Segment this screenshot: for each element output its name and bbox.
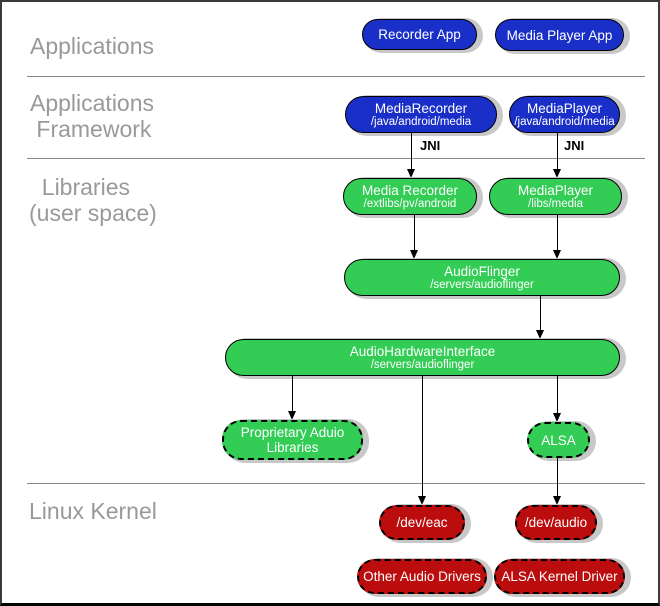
node-media-player-app: Media Player App — [495, 19, 624, 51]
node-media-player-lib-label: MediaPlayer — [517, 182, 594, 198]
layer-label-libraries-user-space: Libraries (user space) — [29, 174, 157, 226]
node-dev-audio-label: /dev/audio — [524, 515, 588, 530]
node-alsa-kernel-driver-label: ALSA Kernel Driver — [501, 569, 618, 584]
edge-ahi-proprietary-line — [292, 376, 293, 412]
layer-label-applications-framework: Applications Framework — [30, 90, 155, 142]
edge-alsa-devaudio-line — [557, 458, 558, 497]
edge-mediaplayer-audioflinger-arrowhead — [553, 250, 561, 259]
edge-audioflinger-ahi-line — [540, 296, 541, 331]
edge-ahi-proprietary-arrowhead — [288, 411, 296, 420]
node-media-player-framework-path: /java/android/media — [514, 115, 615, 128]
layer-label-linux-kernel: Linux Kernel — [29, 498, 157, 524]
node-media-player-framework-label: MediaPlayer — [526, 100, 603, 116]
edge-jni-left-label: JNI — [420, 138, 441, 153]
edge-mediarecorder-audioflinger-line — [414, 215, 415, 251]
separator-applications-framework — [27, 76, 645, 77]
node-recorder-app-label: Recorder App — [378, 27, 461, 42]
edge-ahi-deveac-arrowhead — [418, 496, 426, 505]
node-other-audio-drivers-label: Other Audio Drivers — [363, 569, 481, 584]
node-media-recorder-lib-path: /extlibs/pv/android — [363, 197, 457, 210]
node-alsa: ALSA — [527, 422, 590, 458]
node-media-player-app-label: Media Player App — [506, 27, 613, 43]
edge-jni-right-line — [557, 133, 558, 170]
node-media-player-lib: MediaPlayer /libs/media — [489, 178, 622, 215]
node-media-recorder-lib: Media Recorder /extlibs/pv/android — [343, 178, 477, 215]
edge-ahi-alsa-line — [557, 376, 558, 414]
edge-audioflinger-ahi-arrowhead — [536, 330, 544, 339]
node-audio-hardware-interface-path: /servers/audioflinger — [370, 358, 475, 371]
node-audio-flinger: AudioFlinger /servers/audioflinger — [344, 259, 620, 296]
edge-mediaplayer-audioflinger-line — [557, 215, 558, 251]
node-audio-flinger-path: /servers/audioflinger — [430, 278, 534, 291]
node-alsa-kernel-driver: ALSA Kernel Driver — [494, 559, 625, 594]
edge-ahi-deveac-line — [422, 376, 423, 497]
node-audio-flinger-label: AudioFlinger — [444, 263, 520, 279]
node-audio-hardware-interface: AudioHardwareInterface /servers/audiofli… — [225, 339, 620, 376]
node-media-player-lib-path: /libs/media — [528, 197, 583, 210]
node-proprietary-audio-libraries-label: Proprietary Aduio — [240, 425, 345, 440]
node-dev-eac: /dev/eac — [379, 505, 465, 540]
edge-alsa-devaudio-arrowhead — [553, 496, 561, 505]
separator-libraries-kernel — [27, 483, 645, 484]
edge-jni-left-arrowhead — [407, 169, 415, 178]
separator-framework-libraries — [27, 158, 645, 159]
node-media-recorder-framework-path: /java/android/media — [370, 115, 472, 128]
edge-mediarecorder-audioflinger-arrowhead — [410, 250, 418, 259]
node-recorder-app: Recorder App — [362, 19, 477, 50]
node-proprietary-audio-libraries: Proprietary Aduio Libraries — [222, 420, 363, 460]
node-audio-hardware-interface-label: AudioHardwareInterface — [349, 343, 496, 359]
node-media-player-framework: MediaPlayer /java/android/media — [509, 96, 620, 133]
node-media-recorder-lib-label: Media Recorder — [361, 182, 459, 198]
edge-jni-right-arrowhead — [553, 169, 561, 178]
node-media-recorder-framework: MediaRecorder /java/android/media — [345, 96, 497, 133]
edge-jni-left-line — [411, 133, 412, 170]
edge-jni-right-label: JNI — [564, 138, 585, 153]
node-media-recorder-framework-label: MediaRecorder — [374, 100, 468, 116]
node-dev-eac-label: /dev/eac — [396, 515, 448, 530]
node-alsa-label: ALSA — [541, 432, 576, 448]
node-dev-audio: /dev/audio — [515, 505, 597, 540]
node-proprietary-audio-libraries-label2: Libraries — [266, 440, 319, 455]
layer-label-applications: Applications — [30, 33, 155, 59]
edge-ahi-alsa-arrowhead — [553, 413, 561, 422]
node-other-audio-drivers: Other Audio Drivers — [357, 559, 487, 594]
